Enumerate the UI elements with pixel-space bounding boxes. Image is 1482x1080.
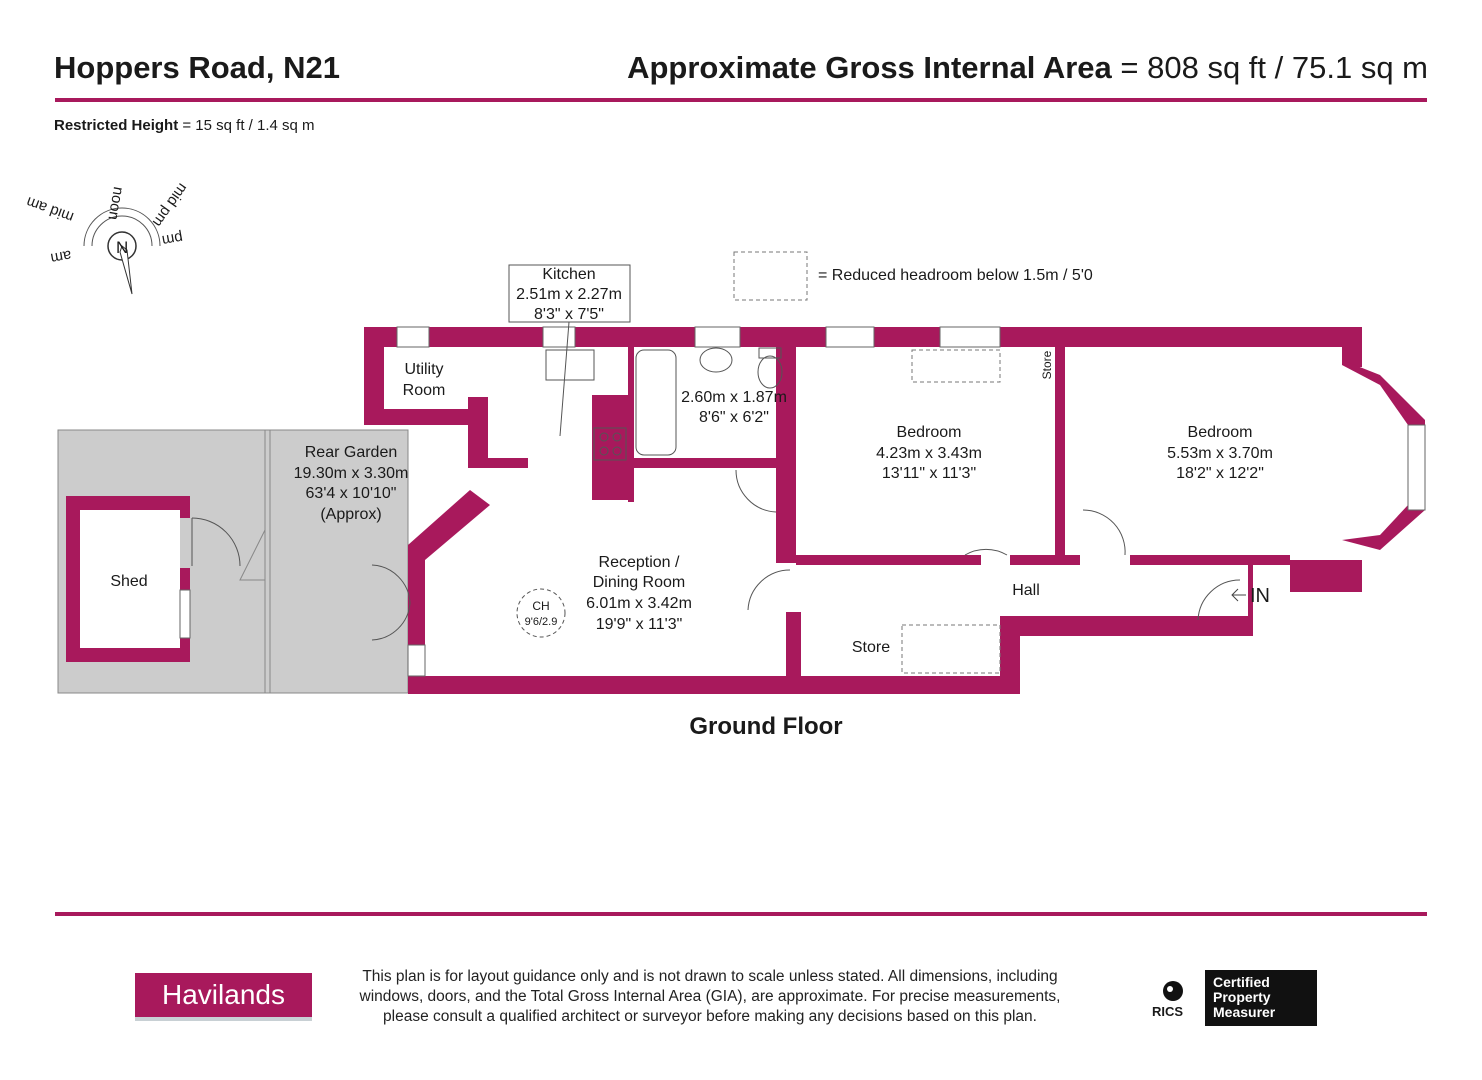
legend-text: = Reduced headroom below 1.5m / 5'0 xyxy=(818,267,1093,284)
bedroom2-metric: 5.53m x 3.70m xyxy=(1167,445,1273,462)
disclaimer: This plan is for layout guidance only an… xyxy=(330,967,1090,1027)
disclaimer-line: This plan is for layout guidance only an… xyxy=(362,968,1058,985)
property-title: Hoppers Road, N21 xyxy=(54,50,340,85)
compass-mid-pm: mid pm xyxy=(149,180,191,230)
footer-rule xyxy=(55,912,1427,916)
cpm-line: Measurer xyxy=(1213,1004,1276,1020)
windows xyxy=(396,326,1426,677)
kitchen-metric: 2.51m x 2.27m xyxy=(516,286,622,303)
reception-line1: Reception / xyxy=(599,554,680,571)
bathroom-imperial: 8'6" x 6'2" xyxy=(699,409,769,426)
ch-name: CH xyxy=(532,599,549,613)
bedroom2-name: Bedroom xyxy=(1188,424,1253,441)
garden-metric: 19.30m x 3.30m xyxy=(294,465,409,482)
restricted-height-label: Restricted Height xyxy=(54,117,179,134)
reception-line2: Dining Room xyxy=(593,574,685,591)
shed xyxy=(66,496,241,662)
havilands-logo: Havilands xyxy=(135,973,312,1021)
room-labels: Utility Room 2.60m x 1.87m 8'6" x 6'2" B… xyxy=(110,350,1273,656)
compass-noon: noon xyxy=(104,185,127,221)
entrance-arrow-icon xyxy=(1231,588,1246,602)
garden-imperial: 63'4 x 10'10" xyxy=(306,485,397,502)
bath-icon xyxy=(635,349,677,456)
header-rule xyxy=(55,98,1427,102)
compass-mid-am: mid am xyxy=(24,193,76,226)
bedroom1-metric: 4.23m x 3.43m xyxy=(876,445,982,462)
compass-pm: pm xyxy=(161,229,184,249)
bedroom1-imperial: 13'11" x 11'3" xyxy=(882,465,976,482)
reduced-headroom-areas xyxy=(733,251,1001,674)
reception-imperial: 19'9" x 11'3" xyxy=(596,616,683,633)
fixtures xyxy=(371,347,1241,641)
sink-icon xyxy=(545,349,595,381)
cpm-line: Certified xyxy=(1213,974,1270,990)
certified-property-measurer-badge: Certified Property Measurer xyxy=(1205,970,1317,1026)
door-swing xyxy=(735,469,777,513)
garden-name: Rear Garden xyxy=(305,444,398,461)
hob-icon xyxy=(593,427,627,461)
ch-size: 9'6/2.9 xyxy=(525,616,558,628)
gross-area-value: = 808 sq ft / 75.1 sq m xyxy=(1120,50,1428,85)
toilet-icon xyxy=(757,355,783,389)
rics-lion-icon xyxy=(1163,981,1183,1001)
hall-name: Hall xyxy=(1012,582,1040,599)
compass: N am mid am noon mid pm pm xyxy=(24,180,191,295)
floor-label: Ground Floor xyxy=(689,713,842,740)
room-spaces xyxy=(384,347,1408,676)
rics-text: RICS xyxy=(1152,1004,1184,1019)
gross-area: Approximate Gross Internal Area = 808 sq… xyxy=(627,50,1428,86)
basin-icon xyxy=(699,347,733,373)
utility-line1: Utility xyxy=(404,361,443,378)
kitchen-imperial: 8'3" x 7'5" xyxy=(534,306,604,323)
bedroom2-imperial: 18'2" x 12'2" xyxy=(1176,465,1264,482)
restricted-height-value: = 15 sq ft / 1.4 sq m xyxy=(182,117,315,134)
ch-circle xyxy=(516,588,566,638)
bedroom1-name: Bedroom xyxy=(897,424,962,441)
reception-metric: 6.01m x 3.42m xyxy=(586,595,692,612)
utility-line2: Room xyxy=(403,382,446,399)
gross-area-label: Approximate Gross Internal Area xyxy=(627,50,1112,85)
entrance-label: IN xyxy=(1250,585,1270,607)
store-small-label: Store xyxy=(1040,350,1054,379)
store-name: Store xyxy=(852,639,890,656)
bathroom-metric: 2.60m x 1.87m xyxy=(681,389,787,406)
kitchen-name: Kitchen xyxy=(542,266,595,283)
cpm-line: Property xyxy=(1213,989,1271,1005)
kitchen-label: Kitchen 2.51m x 2.27m 8'3" x 7'5" xyxy=(508,264,631,437)
compass-am: am xyxy=(49,246,72,266)
garden-note: (Approx) xyxy=(320,506,381,523)
shed-name: Shed xyxy=(110,573,147,590)
disclaimer-line: please consult a qualified architect or … xyxy=(383,1008,1037,1025)
disclaimer-line: windows, doors, and the Total Gross Inte… xyxy=(359,988,1061,1005)
compass-north: N xyxy=(116,238,128,257)
restricted-height-note: Restricted Height = 15 sq ft / 1.4 sq m xyxy=(54,117,315,134)
